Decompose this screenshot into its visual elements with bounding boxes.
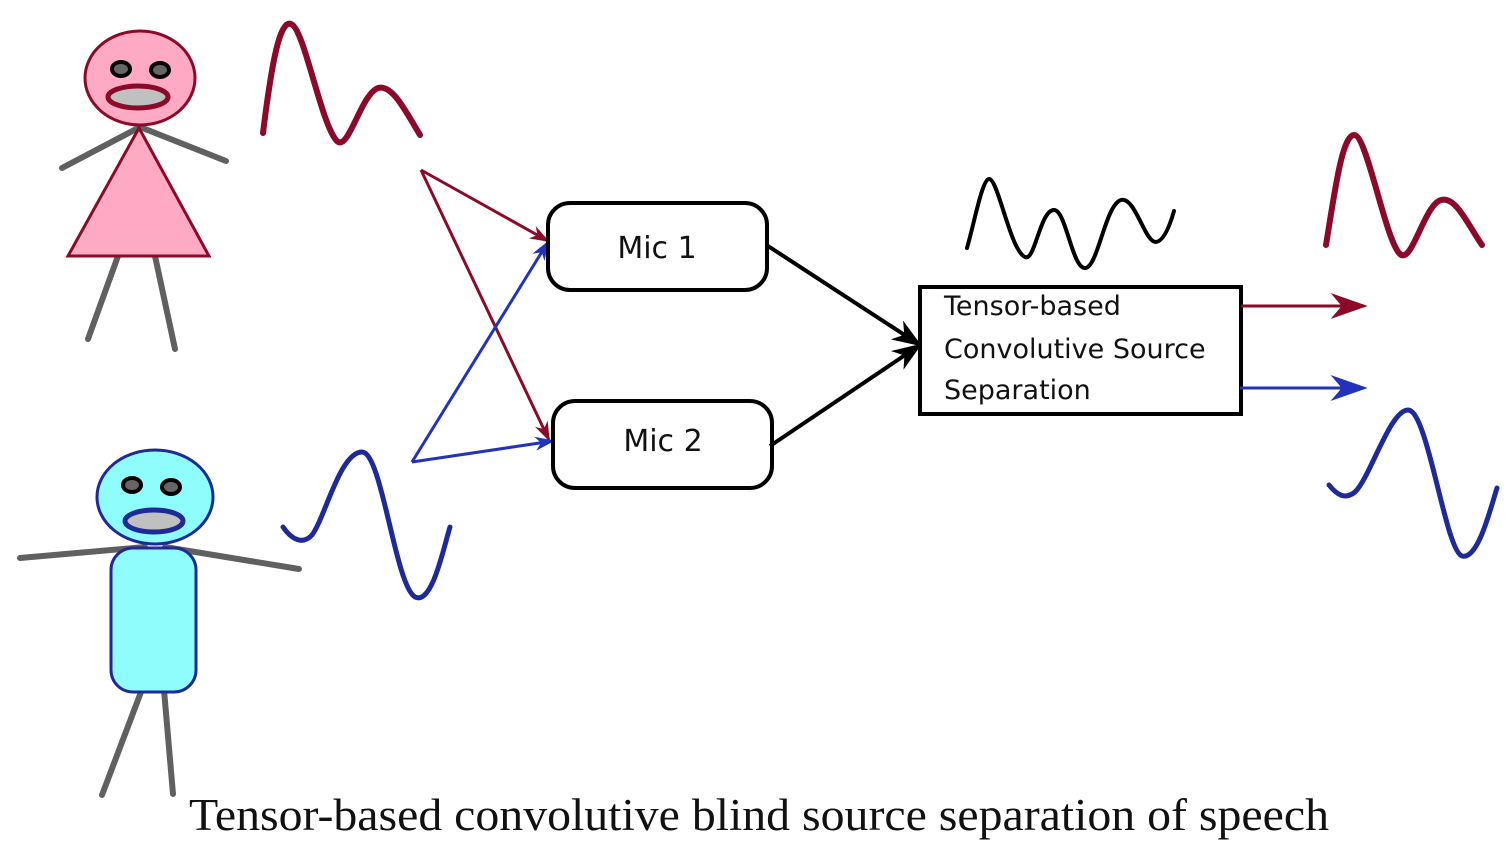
speaker-1-left-arm	[59, 124, 143, 171]
mixture-waveform	[965, 176, 1176, 271]
separated-source-2-waveform	[1326, 407, 1500, 559]
path-speaker-1-to-mic-1	[420, 168, 550, 243]
source-1-waveform	[260, 20, 423, 146]
speaker-2-right-eye	[160, 478, 182, 496]
mic-1-box: Mic 1	[546, 201, 769, 292]
path-mic-1-to-processor	[766, 244, 923, 347]
source-2-waveform	[280, 449, 453, 601]
processor-label-line-1: Tensor-based	[943, 291, 1121, 322]
separated-source-1-waveform	[1323, 132, 1485, 259]
speaker-1-right-eye	[149, 61, 171, 79]
path-mic-2-to-processor	[768, 343, 923, 448]
speaker-1-mouth	[105, 83, 171, 111]
processor-label-line-2: Convolutive Source	[944, 334, 1206, 365]
mic-2-label: Mic 2	[623, 424, 702, 459]
path-speaker-2-to-mic-1	[410, 240, 550, 463]
speaker-1-right-leg	[152, 253, 178, 352]
speaker-2-left-eye	[121, 476, 143, 494]
processor-label-line-3: Separation	[944, 375, 1091, 406]
speaker-2-left-leg	[99, 689, 144, 798]
path-speaker-1-to-mic-2	[419, 169, 551, 442]
speaker-1-right-arm	[137, 124, 229, 164]
speaker-2-right-leg	[161, 687, 176, 797]
speaker-1-figure	[59, 29, 229, 352]
speaker-2-body	[109, 546, 198, 694]
path-speaker-2-to-mic-2	[411, 436, 555, 464]
diagram-caption: Tensor-based convolutive blind source se…	[189, 790, 1329, 840]
speaker-1-head	[83, 29, 197, 127]
speaker-1-dress	[65, 124, 212, 258]
speaker-1-left-eye	[110, 60, 132, 78]
speaker-2-mouth	[122, 507, 186, 535]
mic-2-box: Mic 2	[551, 399, 774, 490]
separation-processor-box: Tensor-based Convolutive Source Separati…	[918, 285, 1243, 416]
mic-1-label: Mic 1	[617, 231, 696, 266]
speaker-2-figure	[17, 448, 302, 798]
speaker-1-left-leg	[85, 253, 121, 342]
